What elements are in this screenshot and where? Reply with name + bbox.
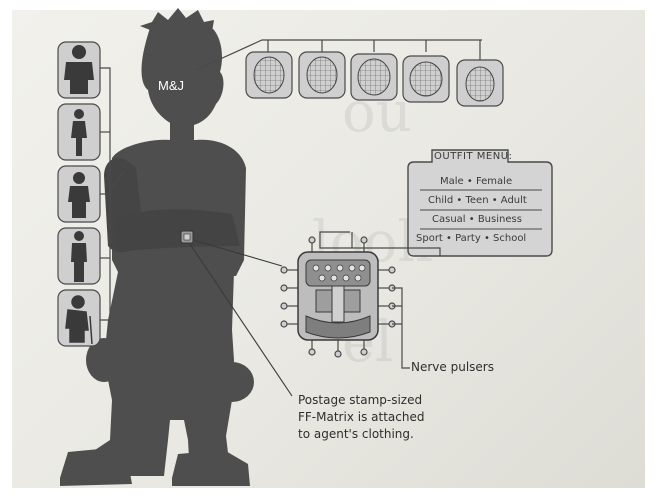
agent-silhouette	[60, 8, 254, 486]
outfit-menu-row: Male • Female	[440, 176, 513, 187]
wireframe-head-4-icon	[402, 55, 450, 103]
head-icons-connector	[195, 39, 482, 71]
caption-line: to agent's clothing.	[298, 427, 414, 441]
nerve-pulsers-label: Nerve pulsers	[411, 360, 494, 374]
outfit-menu-title: OUTFIT MENU:	[434, 151, 513, 162]
enlarged-matrix-device	[280, 236, 410, 369]
character-label: M&J	[158, 78, 184, 93]
wireframe-head-2-icon	[298, 51, 346, 99]
wireframe-head-3-icon	[350, 53, 398, 101]
body-icons-column	[57, 41, 101, 347]
outfit-menu-row: Sport • Party • School	[416, 233, 527, 244]
body-icons-connector	[100, 67, 125, 321]
woman-figure-icon	[57, 103, 101, 161]
wireframe-head-5-icon	[456, 59, 504, 107]
outfit-menu-row: Child • Teen • Adult	[428, 195, 527, 206]
matrix-caption: Postage stamp-sized FF-Matrix is attache…	[298, 392, 424, 443]
head-icons-row	[245, 51, 504, 107]
callout-lines	[189, 239, 293, 397]
outfit-menu-row: Casual • Business	[432, 214, 522, 225]
tall-man-figure-icon	[57, 227, 101, 285]
elderly-figure-icon	[57, 289, 101, 347]
ff-matrix-chip	[180, 230, 194, 244]
child-figure-icon	[57, 165, 101, 223]
caption-line: Postage stamp-sized	[298, 393, 423, 407]
outfit-menu-sign	[319, 149, 553, 257]
wireframe-head-1-icon	[245, 51, 293, 99]
caption-line: FF-Matrix is attached	[298, 410, 425, 424]
large-man-figure-icon	[57, 41, 101, 99]
